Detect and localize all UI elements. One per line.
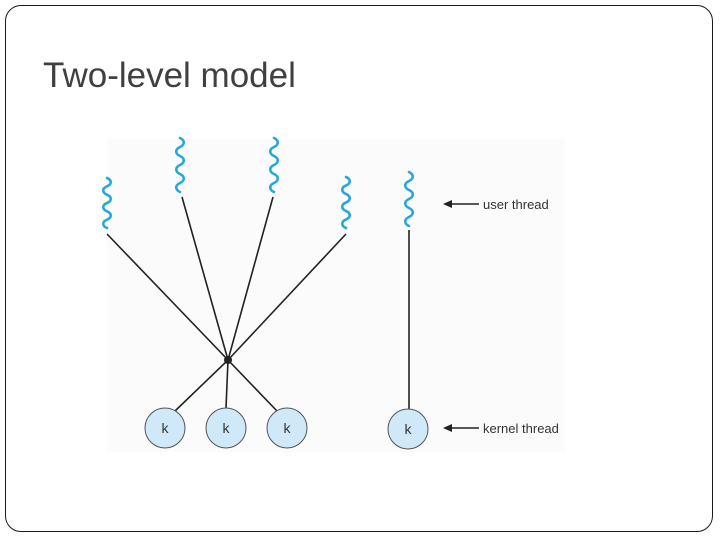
- user-threads: [101, 136, 415, 230]
- kernel-thread-label: k: [284, 420, 292, 436]
- user-thread-label: user thread: [483, 197, 549, 212]
- slide-title: Two-level model: [43, 56, 296, 95]
- kernel-thread-circle: [144, 407, 186, 449]
- multiplex-hub: [224, 356, 232, 364]
- user-to-hub-line: [227, 233, 347, 361]
- kernel-thread-label: k: [162, 420, 170, 436]
- kernel-thread-circle: [387, 408, 429, 450]
- arrowhead-icon: [443, 200, 452, 208]
- user-thread-wave: [268, 136, 280, 194]
- hub-to-kernel-line: [225, 359, 229, 409]
- kernel-thread-label: k: [223, 420, 231, 436]
- kernel-thread-circle: [205, 407, 247, 449]
- hub-to-kernel-line: [174, 359, 229, 412]
- kernel-thread-circle: [266, 407, 308, 449]
- user-thread-wave: [340, 175, 352, 230]
- kernel-thread-label-text: kernel thread: [483, 421, 559, 436]
- kernel-threads: k k k k: [144, 407, 429, 450]
- user-thread-wave: [403, 170, 415, 228]
- kernel-thread-node: k: [266, 407, 308, 449]
- kernel-thread-callout: kernel thread: [443, 421, 559, 436]
- user-thread-wave: [101, 176, 113, 230]
- user-to-hub-line: [106, 233, 229, 361]
- hub-to-kernel-line: [227, 359, 278, 412]
- kernel-thread-node: k: [144, 407, 186, 449]
- kernel-thread-label: k: [405, 421, 413, 437]
- mapping-lines: [106, 196, 410, 412]
- diagram-panel: [107, 139, 565, 452]
- kernel-thread-node: k: [387, 408, 429, 450]
- kernel-thread-node: k: [205, 407, 247, 449]
- user-thread-callout: user thread: [443, 197, 549, 212]
- user-to-hub-line: [181, 196, 229, 361]
- user-thread-wave: [174, 136, 186, 194]
- arrowhead-icon: [443, 424, 452, 432]
- user-to-hub-line: [227, 196, 274, 361]
